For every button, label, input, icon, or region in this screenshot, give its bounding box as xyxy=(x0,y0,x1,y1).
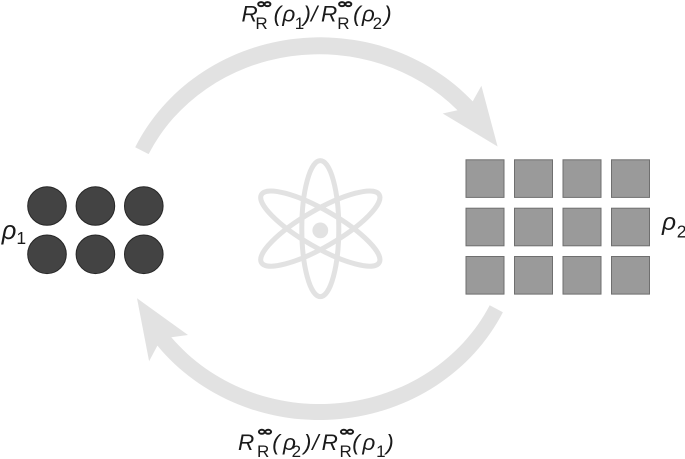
svg-text:R: R xyxy=(238,430,254,455)
svg-text:): ) xyxy=(381,2,392,27)
svg-text:): ) xyxy=(383,430,394,455)
svg-text:ρ: ρ xyxy=(281,2,295,27)
svg-text:R: R xyxy=(257,442,269,459)
svg-text:ρ: ρ xyxy=(361,430,375,455)
svg-text:/: / xyxy=(309,2,320,27)
svg-text:/: / xyxy=(310,430,321,455)
svg-text:R: R xyxy=(322,430,338,455)
svg-text:ρ: ρ xyxy=(1,217,17,245)
svg-text:R: R xyxy=(321,2,337,27)
svg-text:R: R xyxy=(340,442,352,459)
svg-text:(: ( xyxy=(353,2,363,27)
svg-text:R: R xyxy=(242,2,258,27)
svg-text:1: 1 xyxy=(16,228,26,248)
svg-text:ρ: ρ xyxy=(361,2,375,27)
svg-text:1: 1 xyxy=(295,14,304,33)
svg-text:(: ( xyxy=(274,2,284,27)
svg-text:2: 2 xyxy=(292,442,301,459)
svg-text:ρ: ρ xyxy=(661,209,676,236)
svg-text:(: ( xyxy=(272,430,282,455)
svg-text:R: R xyxy=(337,14,349,33)
svg-text:R: R xyxy=(255,14,267,33)
svg-text:): ) xyxy=(300,2,311,27)
svg-text:): ) xyxy=(301,430,312,455)
svg-text:1: 1 xyxy=(376,442,385,459)
svg-text:(: ( xyxy=(352,430,362,455)
svg-text:ρ: ρ xyxy=(282,430,296,455)
svg-text:2: 2 xyxy=(373,14,382,33)
svg-text:2: 2 xyxy=(677,221,685,241)
